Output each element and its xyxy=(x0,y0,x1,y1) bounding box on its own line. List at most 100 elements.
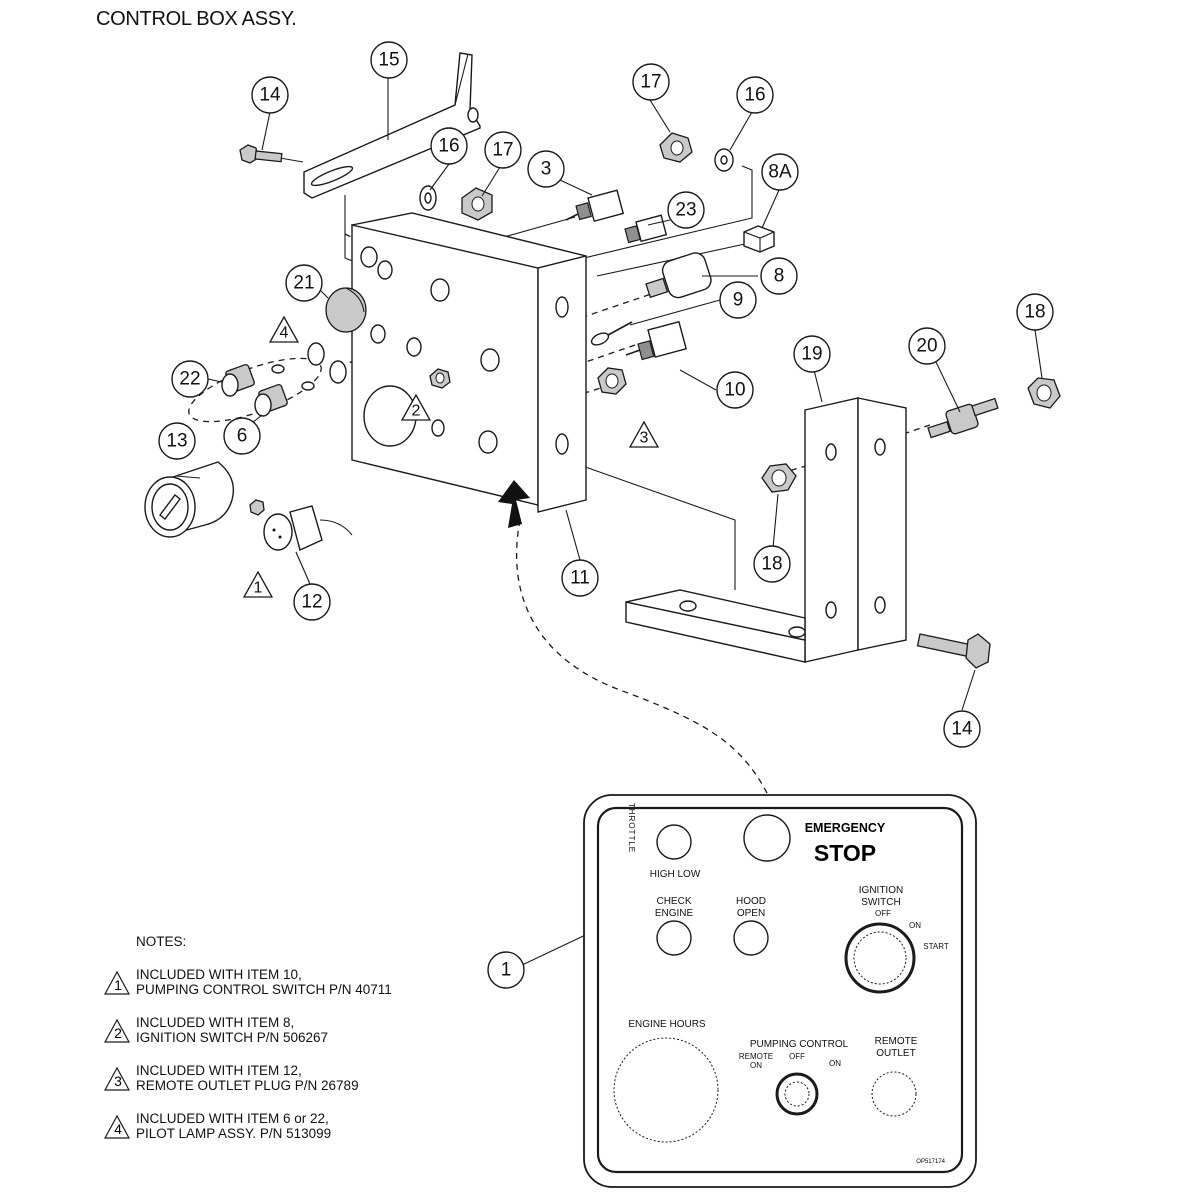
callout-18-bracket: 18 xyxy=(753,545,791,583)
svg-text:3: 3 xyxy=(114,1073,122,1089)
callout-17-right: 17 xyxy=(632,63,670,101)
hour-meter-13 xyxy=(144,461,235,538)
svg-text:14: 14 xyxy=(259,85,281,106)
callout-17-left: 17 xyxy=(484,131,522,169)
note-3-line-1: INCLUDED WITH ITEM 12, xyxy=(136,1063,302,1078)
callout-18-right: 18 xyxy=(1016,293,1054,331)
mounting-bracket-19 xyxy=(625,397,907,663)
callout-15: 15 xyxy=(370,41,408,79)
note-triangle-4: 4 xyxy=(268,315,300,343)
callout-22: 22 xyxy=(171,360,209,398)
check-engine-light xyxy=(656,920,692,956)
ignition-on-label: ON xyxy=(909,921,921,930)
svg-text:3: 3 xyxy=(541,159,552,180)
pumping-control-switch[interactable] xyxy=(775,1072,819,1116)
connector-8a xyxy=(743,225,775,253)
svg-text:4: 4 xyxy=(280,325,289,342)
engine-hours-meter-cutout xyxy=(613,1037,719,1143)
note-4: 4 INCLUDED WITH ITEM 6 or 22, PILOT LAMP… xyxy=(104,1111,464,1141)
pumping-control-label: PUMPING CONTROL xyxy=(750,1039,849,1050)
note-2: 2 INCLUDED WITH ITEM 8, IGNITION SWITCH … xyxy=(104,1015,464,1045)
callout-10: 10 xyxy=(716,371,754,409)
note-2-line-1: INCLUDED WITH ITEM 8, xyxy=(136,1015,295,1030)
toggle-switch-23 xyxy=(624,214,668,244)
svg-text:8A: 8A xyxy=(768,162,792,183)
note-triangle-1: 1 xyxy=(242,570,274,598)
svg-text:18: 18 xyxy=(1024,302,1045,323)
callout-8: 8 xyxy=(760,257,798,295)
notes-heading: NOTES: xyxy=(136,934,187,949)
svg-text:9: 9 xyxy=(733,290,744,311)
svg-text:17: 17 xyxy=(640,72,661,93)
hood-open-label-1: HOOD xyxy=(736,896,766,907)
callout-16-left: 16 xyxy=(430,127,468,165)
diagram-title: CONTROL BOX ASSY. xyxy=(96,8,297,30)
svg-text:1: 1 xyxy=(114,977,122,993)
note-triangle-4-icon: 4 xyxy=(104,1115,130,1139)
svg-text:21: 21 xyxy=(293,273,314,294)
svg-text:23: 23 xyxy=(675,200,696,221)
note-2-line-2: IGNITION SWITCH P/N 506267 xyxy=(136,1030,329,1045)
bracket-15 xyxy=(303,52,481,199)
callout-11: 11 xyxy=(561,559,599,597)
svg-text:16: 16 xyxy=(438,136,459,157)
callout-20: 20 xyxy=(908,327,946,365)
svg-text:12: 12 xyxy=(301,592,322,613)
callout-3: 3 xyxy=(527,150,565,188)
callout-13: 13 xyxy=(158,422,196,460)
note-4-line-1: INCLUDED WITH ITEM 6 or 22, xyxy=(136,1111,329,1126)
note-1-line-2: PUMPING CONTROL SWITCH P/N 40711 xyxy=(136,982,392,997)
note-triangle-1-icon: 1 xyxy=(104,971,130,995)
notes-section: NOTES: 1 INCLUDED WITH ITEM 10, PUMPING … xyxy=(104,934,464,1159)
ignition-off-label: OFF xyxy=(875,909,891,918)
fitting-20 xyxy=(927,397,999,439)
callout-9: 9 xyxy=(719,281,757,319)
svg-text:8: 8 xyxy=(774,266,785,287)
callout-21: 21 xyxy=(285,264,323,302)
svg-text:3: 3 xyxy=(640,430,649,447)
remote-outlet-cutout xyxy=(871,1071,917,1117)
note-3: 3 INCLUDED WITH ITEM 12, REMOTE OUTLET P… xyxy=(104,1063,464,1093)
remote-outlet-label-1: REMOTE xyxy=(875,1036,918,1047)
washers-nuts xyxy=(419,132,734,221)
nut-small xyxy=(429,368,451,389)
stop-label: STOP xyxy=(814,840,876,866)
callout-6: 6 xyxy=(223,417,261,455)
pumping-remote-on-label-1: REMOTE xyxy=(739,1052,773,1061)
nut-18-right xyxy=(1027,377,1061,409)
svg-text:2: 2 xyxy=(412,403,421,420)
svg-text:2: 2 xyxy=(114,1025,122,1041)
hood-open-light xyxy=(733,920,769,956)
ignition-switch-ring[interactable] xyxy=(844,922,916,994)
callout-14-top: 14 xyxy=(251,76,289,114)
ignition-key-slot-icon xyxy=(853,931,907,985)
ignition-start-label: START xyxy=(923,942,949,951)
throttle-light xyxy=(656,824,692,860)
remote-outlet-12 xyxy=(249,499,353,551)
svg-text:10: 10 xyxy=(724,380,745,401)
toggle-switch-10 xyxy=(625,320,688,361)
note-triangle-2-icon: 2 xyxy=(104,1019,130,1043)
note-triangle-2: 2 xyxy=(400,393,432,421)
callout-19: 19 xyxy=(793,335,831,373)
toggle-switch-3 xyxy=(565,189,625,223)
lamp-assy-22 xyxy=(221,363,285,397)
note-4-line-2: PILOT LAMP ASSY. P/N 513099 xyxy=(136,1126,332,1141)
ignition-label-1: IGNITION xyxy=(859,885,903,896)
emergency-label: EMERGENCY xyxy=(805,821,886,835)
svg-text:16: 16 xyxy=(744,85,765,106)
note-3-line-2: REMOTE OUTLET PLUG P/N 26789 xyxy=(136,1078,359,1093)
callout-14-bottom: 14 xyxy=(943,710,981,748)
pumping-on-label: ON xyxy=(829,1059,841,1068)
svg-text:15: 15 xyxy=(378,50,399,71)
note-triangle-3: 3 xyxy=(628,420,660,448)
svg-text:13: 13 xyxy=(166,431,187,452)
svg-text:14: 14 xyxy=(951,719,973,740)
svg-text:11: 11 xyxy=(570,568,590,589)
note-triangle-3-icon: 3 xyxy=(104,1067,130,1091)
emergency-stop-button[interactable] xyxy=(743,814,791,862)
bolt-14-top xyxy=(239,144,283,164)
note-1: 1 INCLUDED WITH ITEM 10, PUMPING CONTROL… xyxy=(104,967,464,997)
bolt-14-bottom xyxy=(916,633,991,669)
